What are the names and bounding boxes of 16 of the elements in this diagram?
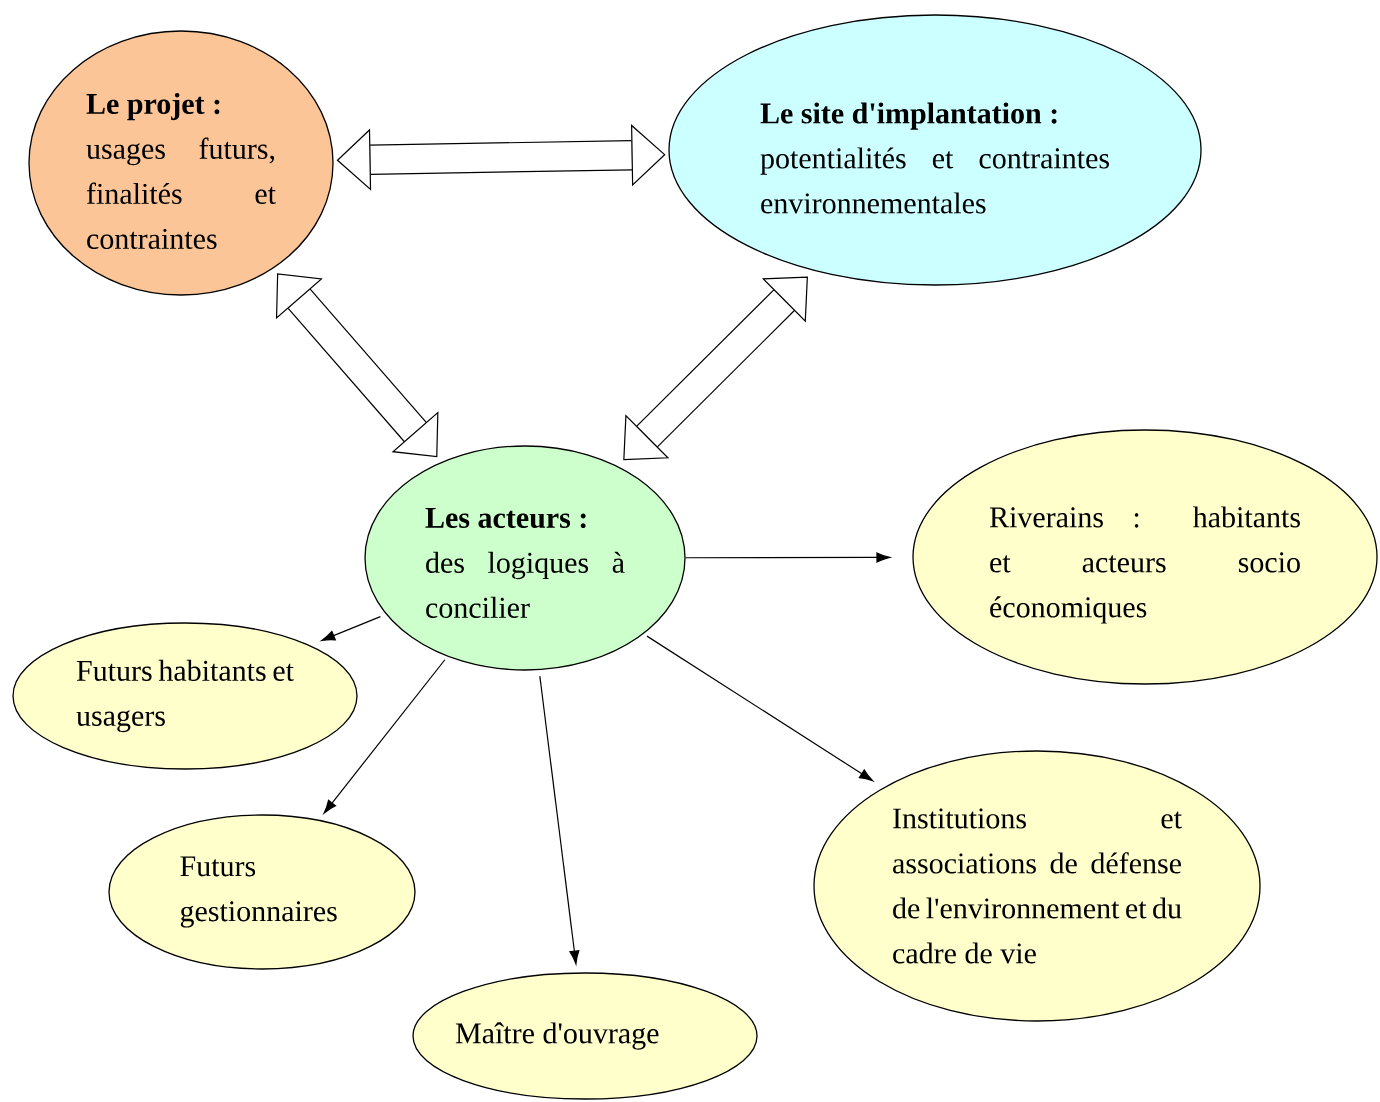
ellipse-node: Le projet : usages futurs, finalités et contraintes bbox=[28, 30, 334, 296]
ellipse-node: Futurs gestionnaires bbox=[108, 814, 416, 970]
arrow bbox=[646, 635, 874, 782]
ellipse-node: Futurs habitants et usagers bbox=[12, 622, 358, 770]
arrow bbox=[685, 552, 891, 563]
ellipse-node: Le site d'implantation : potentialités et contraintes environnementales bbox=[668, 14, 1202, 286]
ellipse-node: Les acteurs : des logiques à concilier bbox=[364, 445, 686, 671]
arrow bbox=[336, 124, 666, 191]
arrow bbox=[321, 616, 381, 642]
ellipse-node: Institutions et associations de défense de l'environnement et du cadre de vie bbox=[813, 750, 1261, 1022]
arrow bbox=[539, 675, 580, 965]
arrow bbox=[323, 659, 446, 814]
ellipse-node: Maître d'ouvrage bbox=[412, 972, 758, 1100]
arrow bbox=[275, 273, 439, 458]
arrow bbox=[623, 276, 808, 461]
ellipse-node: Riverains : habitants et acteurs socio économiques bbox=[912, 429, 1378, 685]
